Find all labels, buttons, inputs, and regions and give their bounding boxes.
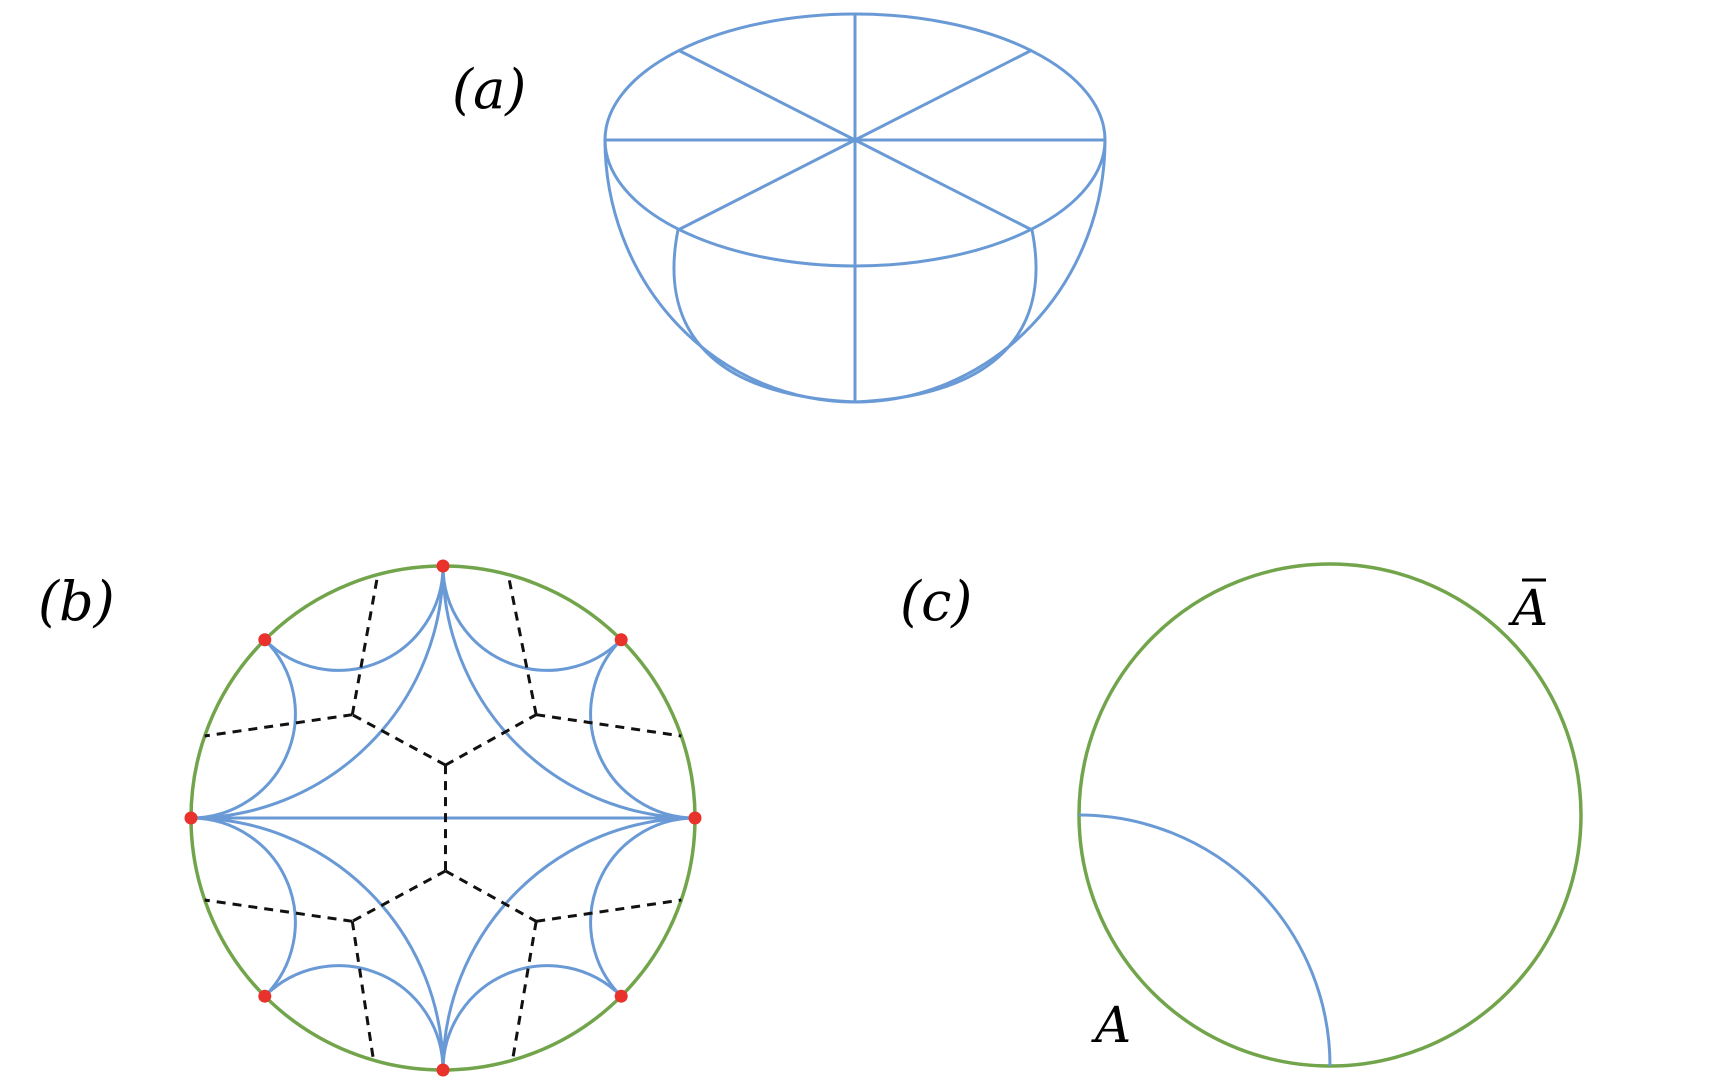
geodesic-small-6 xyxy=(441,964,623,1071)
geodesic-small-5 xyxy=(263,964,445,1071)
panel-a: (a) xyxy=(452,12,1107,404)
geodesic-mid-1 xyxy=(190,565,445,820)
boundary-point-1 xyxy=(614,633,628,647)
boundary-point-7 xyxy=(614,989,628,1003)
dual-leg-1 xyxy=(204,713,353,738)
geodesic-small-7 xyxy=(589,816,696,998)
boundary-circle-c xyxy=(1077,562,1583,1068)
geodesic-mid-0 xyxy=(441,565,696,820)
dual-edge-3 xyxy=(351,869,447,923)
panel-a-label: (a) xyxy=(452,58,526,121)
panel-b-label: (b) xyxy=(38,570,115,633)
dual-leg-6 xyxy=(535,898,682,923)
panel-c: (c) A A xyxy=(900,562,1583,1068)
dual-leg-0 xyxy=(350,574,380,715)
geodesic-mid-2 xyxy=(190,816,445,1071)
poincare-disk-tiling xyxy=(184,559,702,1077)
region-label-a-bar: A xyxy=(1508,579,1548,637)
dual-leg-7 xyxy=(511,921,538,1061)
region-label-a: A xyxy=(1091,996,1131,1054)
dual-leg-2 xyxy=(506,574,538,715)
boundary-point-0 xyxy=(688,811,702,825)
boundary-point-6 xyxy=(436,1063,450,1077)
dual-edge-4 xyxy=(444,869,537,923)
geodesic-small-4 xyxy=(190,816,297,998)
geodesic-small-2 xyxy=(263,565,445,672)
boundary-point-4 xyxy=(184,811,198,825)
geodesic-small-3 xyxy=(190,638,297,820)
panel-c-label: (c) xyxy=(900,570,972,633)
panel-b: (b) xyxy=(38,559,702,1077)
dual-leg-4 xyxy=(204,898,353,923)
geodesic-c xyxy=(1078,813,1332,1067)
dual-edge-2 xyxy=(444,713,537,767)
geodesic-small-1 xyxy=(441,565,623,672)
dual-leg-3 xyxy=(535,713,682,738)
geodesic-mid-3 xyxy=(441,816,696,1071)
boundary-point-5 xyxy=(258,989,272,1003)
dual-edge-1 xyxy=(351,713,447,767)
boundary-point-2 xyxy=(436,559,450,573)
geodesic-small-0 xyxy=(589,638,696,820)
rim-radius-diag-2 xyxy=(677,48,1033,232)
boundary-point-3 xyxy=(258,633,272,647)
dual-leg-5 xyxy=(350,921,375,1061)
